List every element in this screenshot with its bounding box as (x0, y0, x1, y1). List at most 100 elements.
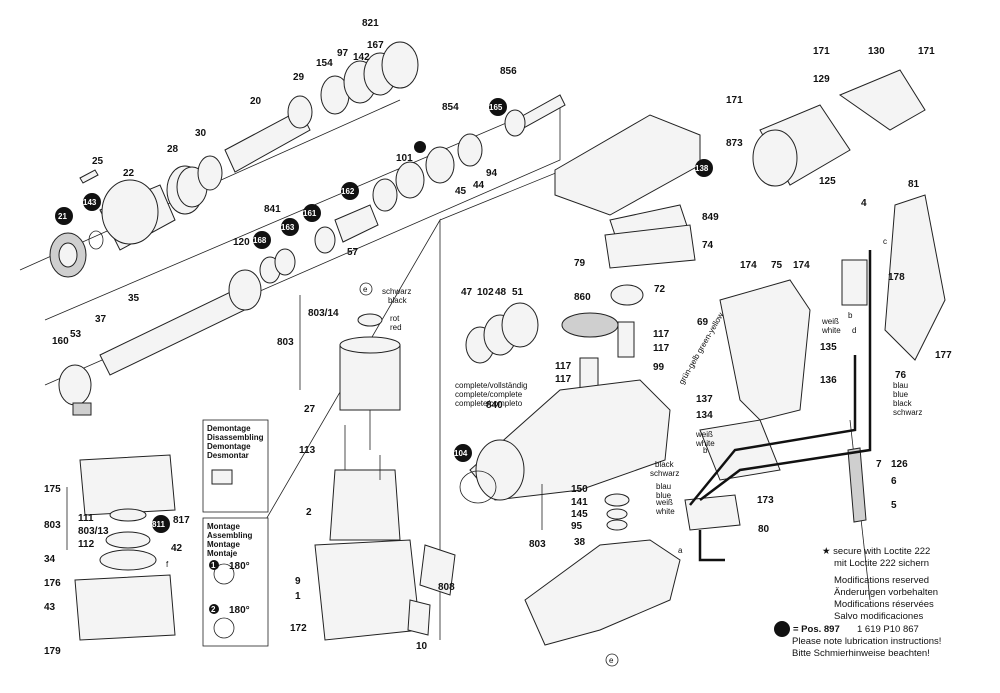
callout-150: 150 (571, 484, 588, 495)
callout-42: 42 (171, 543, 183, 554)
callout-44: 44 (473, 180, 485, 191)
callout-35: 35 (128, 293, 140, 304)
dark-callout-811 (152, 515, 170, 533)
callout-808: 808 (438, 582, 455, 593)
callout-74: 74 (702, 240, 714, 251)
dark-callout-21 (55, 207, 73, 225)
callout-76: 76 (895, 370, 907, 381)
part-111 (109, 508, 147, 522)
callout-803: 803 (277, 337, 294, 348)
part-129-end (752, 129, 798, 187)
part-117-spring (579, 357, 599, 389)
part-141 (604, 493, 630, 507)
part-51 (501, 302, 539, 348)
montage-box (202, 517, 269, 647)
part-160 (58, 364, 92, 406)
part-860-gear (561, 312, 619, 338)
callout-172: 172 (290, 623, 307, 634)
callout-178: 178 (888, 272, 905, 283)
callout-125: 125 (819, 176, 836, 187)
part-34 (99, 549, 157, 571)
callout-176: 176 (44, 578, 61, 589)
callout-1: 1 (295, 591, 301, 602)
callout-803: 803 (529, 539, 546, 550)
montage-line: Montage (207, 522, 240, 531)
callout-117: 117 (555, 361, 572, 372)
part-117-spring (617, 321, 635, 358)
demontage-line: Desmontar (207, 451, 249, 460)
wire-label: weiß (655, 498, 673, 507)
part-1-housing (314, 539, 421, 641)
part-72 (610, 284, 644, 306)
part-94 (457, 133, 483, 167)
callout-136: 136 (820, 375, 837, 386)
part-22-sleeve (101, 179, 159, 245)
callout-803-13: 803/13 (78, 526, 109, 537)
callout-171: 171 (813, 46, 830, 57)
callout-38: 38 (574, 537, 586, 548)
dark-callout-104 (454, 444, 472, 462)
callout-135: 135 (820, 342, 837, 353)
note-mods: Modifications réservées (834, 599, 934, 610)
callout-130: 130 (868, 46, 885, 57)
callout-37: 37 (95, 314, 107, 325)
motor-housing-assembly (224, 218, 456, 641)
dark-callout-163 (281, 218, 299, 236)
callout-171: 171 (726, 95, 743, 106)
part-104-ring (459, 470, 497, 504)
part-840-barrel (475, 439, 525, 501)
part-20-tube (224, 109, 311, 173)
part-27-armature (339, 344, 401, 411)
part-873-cover (554, 114, 701, 216)
callout-117: 117 (555, 374, 572, 385)
note-mods: Änderungen vorbehalten (834, 587, 938, 598)
callout-113: 113 (299, 445, 316, 456)
dark-callouts: 21 143 165 138 104 162 161 163 168 811 (55, 98, 713, 533)
note-lube: Bitte Schmierhinweise beachten! (792, 648, 930, 659)
x-marker (359, 282, 373, 296)
callout-48: 48 (495, 287, 507, 298)
callout-9: 9 (295, 576, 301, 587)
complete-line: complete/vollständig (455, 381, 527, 390)
part-175-plate (79, 454, 176, 516)
wire-label: weiß (695, 430, 713, 439)
spring-icon (213, 563, 235, 585)
callout-102: 102 (477, 287, 494, 298)
callout-803-14: 803/14 (308, 308, 339, 319)
wire-label: schwarz (893, 408, 922, 417)
callout-126: 126 (891, 459, 908, 470)
callout-51: 51 (512, 287, 524, 298)
dark-callout-168 (253, 231, 271, 249)
demontage-box (202, 419, 269, 513)
callout-80: 80 (758, 524, 770, 535)
part-bearing (357, 313, 383, 327)
callout-97: 97 (337, 48, 349, 59)
demontage-line: Demontage (207, 442, 251, 451)
callout-841: 841 (264, 204, 281, 215)
frame-line (44, 99, 561, 386)
part-173-switch (684, 494, 741, 531)
callout-167: 167 (367, 40, 384, 51)
note-pos: = Pos. 897 (793, 624, 840, 635)
dark-callout-162-text: 162 (341, 187, 355, 196)
brush-holder-assembly (66, 454, 176, 641)
callout-7: 7 (876, 459, 882, 470)
callout-101: 101 (396, 153, 413, 164)
dark-callout-138-text: 138 (695, 164, 709, 173)
wire-label: black (655, 460, 675, 469)
callout-27: 27 (304, 404, 316, 415)
callout-57: 57 (347, 247, 359, 258)
note-loctite: mit Loctite 222 sichern (834, 558, 929, 569)
note-mods: Salvo modificaciones (834, 611, 923, 622)
callout-821: 821 (362, 18, 379, 29)
callout-28: 28 (167, 144, 179, 155)
complete-label: complete/vollständig complete/complete c… (455, 381, 527, 408)
dark-callout-161 (303, 204, 321, 222)
callout-a: b (703, 446, 708, 455)
wire-black (699, 250, 872, 501)
callout-53: 53 (70, 329, 82, 340)
dark-callout-165-text: 165 (489, 103, 503, 112)
dark-callout-162 (341, 182, 359, 200)
dark-callout-143-text: 143 (83, 198, 97, 207)
